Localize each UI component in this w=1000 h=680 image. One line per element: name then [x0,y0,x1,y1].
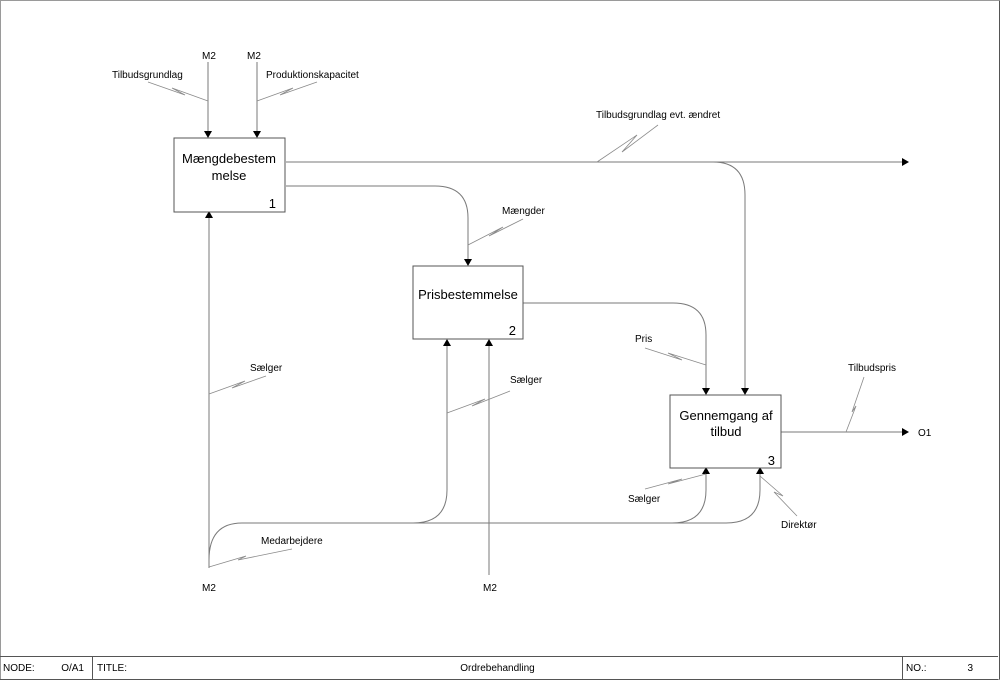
arrowhead [485,339,493,346]
activity-number-a1: 1 [269,196,276,211]
label-m2-top-right: M2 [247,51,261,62]
activity-number-a2: 2 [509,323,516,338]
squiggle-tilbudsgrundlag [147,81,209,102]
squiggle-saelger-a3 [644,473,707,490]
label-tilbudsgrundlag-evt-aendret: Tilbudsgrundlag evt. ændret [596,110,720,121]
arrowhead [756,467,764,474]
arrow-maengder[interactable] [286,185,469,259]
arrowhead [702,388,710,395]
activity-box-a3[interactable]: Gennemgang af tilbud 3 [669,394,782,469]
activity-title-a1-line1: Mængdebestem [182,151,276,166]
arrowhead [741,388,749,395]
activity-title-a2: Prisbestemmelse [418,287,518,302]
arrow-branch-to-a3[interactable] [712,161,746,388]
arrowhead [443,339,451,346]
node-label: NODE: [3,662,35,674]
number-cell: NO.: 3 [903,657,998,679]
label-m2-bottom-mid: M2 [483,583,497,594]
number-value: 3 [967,662,973,674]
label-saelger-a3: Sælger [628,494,661,505]
node-value: O/A1 [61,662,84,674]
title-label: TITLE: [97,662,128,674]
arrowhead [205,211,213,218]
label-tilbudspris: Tilbudspris [848,363,896,374]
label-produktionskapacitet: Produktionskapacitet [266,70,359,81]
squiggle-medarbejdere [208,548,293,568]
label-pris: Pris [635,334,652,345]
activity-title-a3-line2: tilbud [710,424,741,439]
idef0-diagram: Mængdebestem melse 1 Prisbestemmelse 2 G… [112,51,932,594]
label-saelger-a2: Sælger [510,375,543,386]
squiggle-maengder [467,218,524,246]
arrow-pris[interactable] [523,302,707,388]
arrowhead [204,131,212,138]
arrowhead [902,428,909,436]
label-direktoer: Direktør [781,520,817,531]
title-cell: TITLE: Ordrebehandling [93,657,903,679]
squiggle-saelger-a1 [208,375,267,395]
squiggle-produktionskapacitet [256,81,318,102]
arrowhead [464,259,472,266]
label-medarbejdere: Medarbejdere [261,536,323,547]
arrow-medarbejdere-bus[interactable] [208,346,448,561]
number-label: NO.: [906,662,927,674]
activity-title-a1-line2: melse [212,168,247,183]
arrowhead [253,131,261,138]
label-m2-bottom-left: M2 [202,583,216,594]
squiggle-direktoer [759,475,798,517]
label-maengder: Mængder [502,206,545,217]
squiggle-pris [644,347,707,366]
title-value: Ordrebehandling [460,662,535,674]
title-bar: NODE: O/A1 TITLE: Ordrebehandling NO.: 3 [0,656,998,680]
activity-title-a3-line1: Gennemgang af [679,408,773,423]
arrowhead [702,467,710,474]
node-cell: NODE: O/A1 [0,657,93,679]
activity-box-a2[interactable]: Prisbestemmelse 2 [412,265,524,340]
activity-box-a1[interactable]: Mængdebestem melse 1 [173,137,286,213]
squiggle-tilbudspris [845,376,865,433]
arrow-bus-to-a3[interactable] [413,474,707,524]
label-o1: O1 [918,428,932,439]
arrowhead [902,158,909,166]
arrow-bus-to-a3-direktoer[interactable] [672,474,761,524]
activity-number-a3: 3 [768,453,775,468]
label-tilbudsgrundlag: Tilbudsgrundlag [112,70,183,81]
label-saelger-a1: Sælger [250,363,283,374]
squiggle-tilbudsgrundlag-evt [596,124,659,163]
squiggle-saelger-a2 [446,390,511,414]
label-m2-top-left: M2 [202,51,216,62]
